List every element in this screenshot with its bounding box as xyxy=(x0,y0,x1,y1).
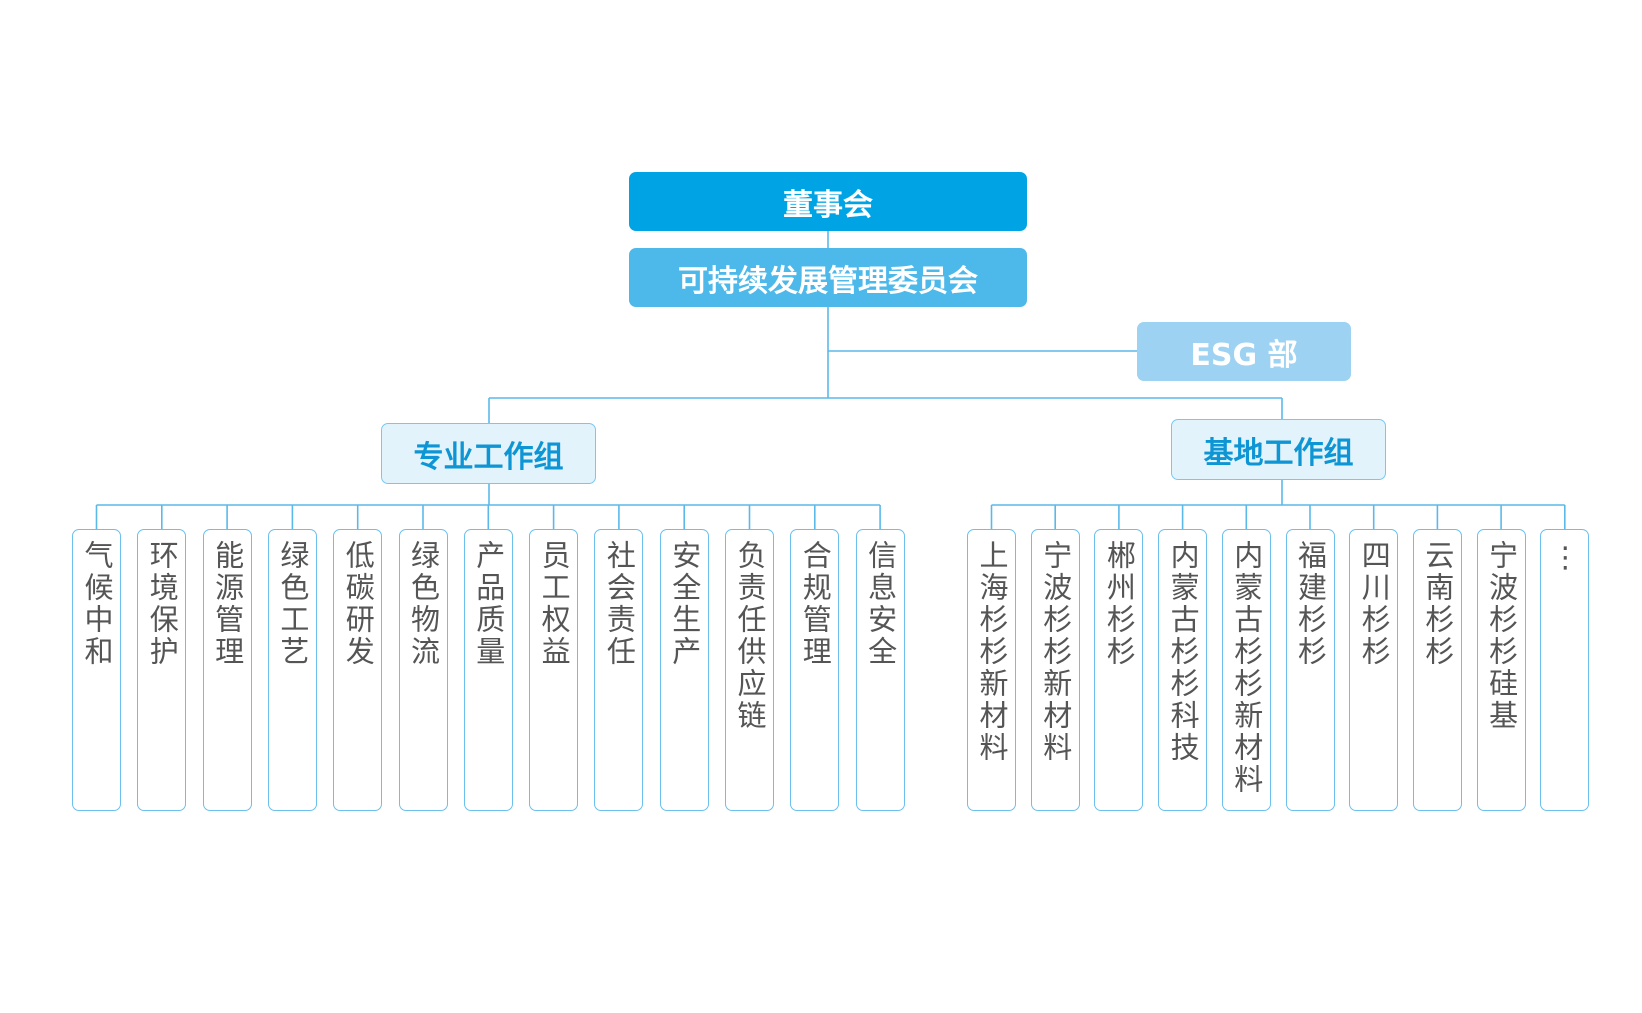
pro-leaf-label: 绿色工艺 xyxy=(275,540,310,668)
pro-leaf-box: 信息安全 xyxy=(855,529,905,811)
pro-leaf-label: 产品质量 xyxy=(471,540,506,668)
base-leaf-label: 内蒙古杉杉科技 xyxy=(1166,540,1201,764)
base-leaf-label: 上海杉杉新材料 xyxy=(975,540,1009,764)
base-leaf-box: 云南杉杉 xyxy=(1412,529,1462,811)
base-leaf-label: 宁波杉杉新材料 xyxy=(1038,540,1073,764)
base-leaf-box: 宁波杉杉新材料 xyxy=(1030,529,1080,811)
pro-leaf-label: 绿色物流 xyxy=(406,540,441,668)
base-leaf-label: 福建杉杉 xyxy=(1293,540,1328,668)
pro-leaf-box: 社会责任 xyxy=(594,529,644,811)
base-leaf-label: 内蒙古杉杉新材料 xyxy=(1229,540,1264,796)
base-leaf-box: 内蒙古杉杉新材料 xyxy=(1221,529,1271,811)
base-leaf-label: 云南杉杉 xyxy=(1420,540,1455,668)
pro-leaf-box: 安全生产 xyxy=(659,529,709,811)
pro-leaf-label: 气候中和 xyxy=(80,540,114,668)
base-leaf-label: 四川杉杉 xyxy=(1357,540,1392,668)
board-box: 董事会 xyxy=(629,172,1027,231)
base-leaf-box: 宁波杉杉硅基 xyxy=(1476,529,1526,811)
pro-leaf-box: 负责任供应链 xyxy=(725,529,774,811)
pro-leaf-box: 气候中和 xyxy=(72,529,121,811)
pro-leaf-label: 低碳研发 xyxy=(341,540,376,668)
pro-leaf-box: 合规管理 xyxy=(790,529,840,811)
base-leaf-box: 福建杉杉 xyxy=(1285,529,1335,811)
pro-leaf-box: 员工权益 xyxy=(529,529,579,811)
base-group-box: 基地工作组 xyxy=(1171,419,1386,480)
pro-leaf-label: 环境保护 xyxy=(145,540,180,668)
pro-leaf-box: 环境保护 xyxy=(137,529,187,811)
base-leaf-box: 四川杉杉 xyxy=(1349,529,1399,811)
committee-box: 可持续发展管理委员会 xyxy=(629,248,1027,307)
pro-leaf-label: 合规管理 xyxy=(798,540,833,668)
pro-leaf-box: 产品质量 xyxy=(463,529,513,811)
pro-leaf-label: 员工权益 xyxy=(537,540,572,668)
base-leaf-box: 内蒙古杉杉科技 xyxy=(1158,529,1208,811)
professional-group-box: 专业工作组 xyxy=(381,423,596,484)
pro-leaf-box: 绿色工艺 xyxy=(267,529,317,811)
pro-leaf-label: 信息安全 xyxy=(863,540,898,668)
base-leaf-box: ⋮ xyxy=(1540,529,1590,811)
pro-leaf-label: 负责任供应链 xyxy=(733,540,767,732)
base-leaf-label: ⋮ xyxy=(1548,540,1583,577)
pro-leaf-label: 能源管理 xyxy=(210,540,245,668)
base-leaf-label: 郴州杉杉 xyxy=(1102,540,1137,668)
pro-leaf-box: 能源管理 xyxy=(202,529,252,811)
base-leaf-box: 郴州杉杉 xyxy=(1094,529,1144,811)
pro-leaf-box: 低碳研发 xyxy=(333,529,383,811)
pro-leaf-box: 绿色物流 xyxy=(398,529,448,811)
pro-leaf-label: 社会责任 xyxy=(602,540,637,668)
base-leaf-label: 宁波杉杉硅基 xyxy=(1484,540,1519,732)
base-leaf-box: 上海杉杉新材料 xyxy=(967,529,1016,811)
pro-leaf-label: 安全生产 xyxy=(667,540,702,668)
esg-department-box: ESG 部 xyxy=(1137,322,1351,381)
